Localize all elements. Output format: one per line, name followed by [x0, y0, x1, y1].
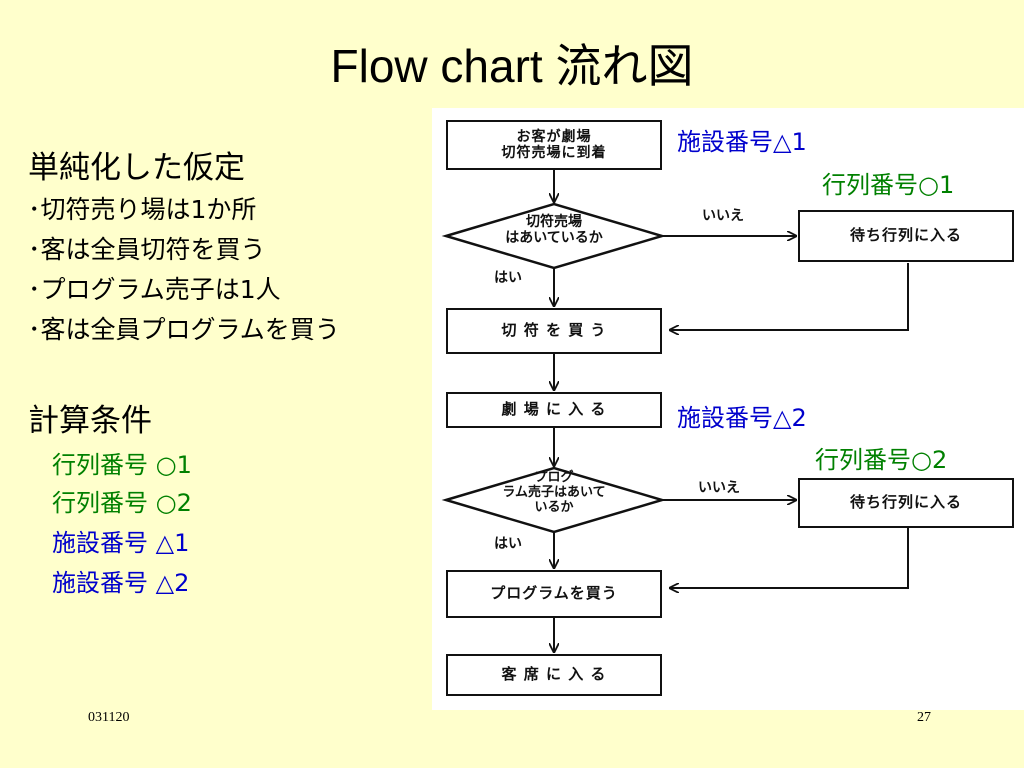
buy-ticket-label: 切 符 を 買 う — [501, 321, 607, 340]
conditions-heading: 計算条件 — [28, 403, 152, 439]
buy-ticket-box: 切 符 を 買 う — [446, 308, 662, 354]
yes-label-1: はい — [494, 270, 522, 286]
wait-queue-2-label: 待ち行列に入る — [849, 493, 962, 512]
no-label-2: いいえ — [698, 480, 740, 496]
buy-program-box: プログラムを買う — [446, 570, 662, 618]
condition-queue-2: 行列番号 ○2 — [52, 489, 192, 517]
arrive-box-label: お客が劇場 切符売場に到着 — [501, 128, 607, 161]
flowchart-diagram: お客が劇場 切符売場に到着 切符売場 はあいているか 待ち行列に入る いいえ は… — [432, 108, 1024, 710]
slide-title: Flow chart 流れ図 — [330, 40, 694, 92]
assumption-item: ･客は全員切符を買う — [28, 235, 266, 264]
wait-queue-1-box: 待ち行列に入る — [798, 210, 1014, 262]
slide-number: 27 — [917, 710, 931, 725]
slide-date: 031120 — [88, 710, 130, 725]
queue-label-1: 行列番号○1 — [822, 171, 955, 199]
condition-queue-1: 行列番号 ○1 — [52, 451, 192, 479]
no-label-1: いいえ — [702, 208, 744, 224]
facility-label-2: 施設番号△2 — [677, 404, 807, 432]
enter-theater-label: 劇 場 に 入 る — [501, 400, 607, 419]
program-decision-label: プログ ラム売子はあいて いるか — [502, 470, 606, 515]
condition-facility-1: 施設番号 △1 — [52, 529, 190, 557]
queue-label-2: 行列番号○2 — [815, 446, 948, 474]
arrive-box: お客が劇場 切符売場に到着 — [446, 120, 662, 170]
wait-queue-2-box: 待ち行列に入る — [798, 478, 1014, 528]
assumption-item: ･客は全員プログラムを買う — [28, 315, 340, 344]
enter-theater-box: 劇 場 に 入 る — [446, 392, 662, 428]
flowchart-connectors — [441, 170, 909, 710]
assumptions-heading: 単純化した仮定 — [28, 150, 245, 186]
ticket-decision-label: 切符売場 はあいているか — [505, 214, 603, 247]
condition-facility-2: 施設番号 △2 — [52, 569, 190, 597]
buy-program-label: プログラムを買う — [490, 584, 618, 603]
facility-label-1: 施設番号△1 — [677, 128, 807, 156]
assumption-item: ･プログラム売子は1人 — [28, 275, 281, 304]
wait-queue-1-label: 待ち行列に入る — [849, 226, 962, 245]
take-seat-box: 客 席 に 入 る — [446, 654, 662, 696]
yes-label-2: はい — [494, 536, 522, 552]
assumption-item: ･切符売り場は1か所 — [28, 195, 257, 224]
take-seat-label: 客 席 に 入 る — [501, 665, 607, 684]
